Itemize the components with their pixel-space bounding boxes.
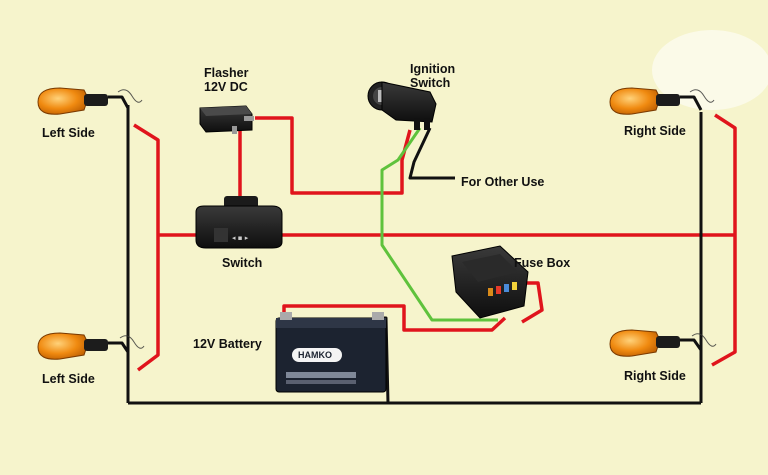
ignition-label-line2: Switch [410, 76, 451, 90]
right-side-bottom-label: Right Side [624, 369, 686, 383]
left-side-top-label: Left Side [42, 126, 95, 140]
battery-label: 12V Battery [193, 337, 262, 351]
red-wire-flasher-ignition [255, 116, 412, 195]
svg-text:◂ ▪ ▸: ◂ ▪ ▸ [232, 234, 249, 242]
red-wire-left-side [133, 123, 160, 372]
red-wire-right-side [711, 113, 737, 367]
turn-indicator-icon [609, 329, 680, 357]
right-side-top-label: Right Side [624, 124, 686, 138]
fuse-box-icon [451, 245, 529, 319]
red-wire-flasher-switch [235, 126, 242, 200]
red-wire-fuse-tail [520, 281, 544, 324]
ignition-switch-icon [367, 81, 437, 130]
switch-label: Switch [222, 256, 263, 270]
green-wire [380, 127, 498, 322]
ignition-label-line1: Ignition [410, 62, 456, 76]
fuse-box-label: Fuse Box [514, 256, 571, 270]
turn-indicator-icon [37, 87, 108, 115]
flasher-relay-icon [199, 105, 254, 134]
black-wire-other-use [408, 127, 455, 180]
handlebar-switch-icon: ◂ ▪ ▸ [195, 196, 283, 249]
turn-indicator-icon [609, 87, 680, 115]
battery-brand-label: HAMKO [298, 350, 332, 360]
glare [652, 30, 768, 110]
flasher-label-line2: 12V DC [204, 80, 248, 94]
battery-icon [275, 312, 387, 393]
flasher-label-line1: Flasher [204, 66, 249, 80]
black-wires [108, 95, 703, 405]
red-wire-battery-fuse [282, 304, 507, 332]
turn-indicator-icon [37, 332, 108, 360]
for-other-use-label: For Other Use [461, 175, 545, 189]
left-side-bottom-label: Left Side [42, 372, 95, 386]
